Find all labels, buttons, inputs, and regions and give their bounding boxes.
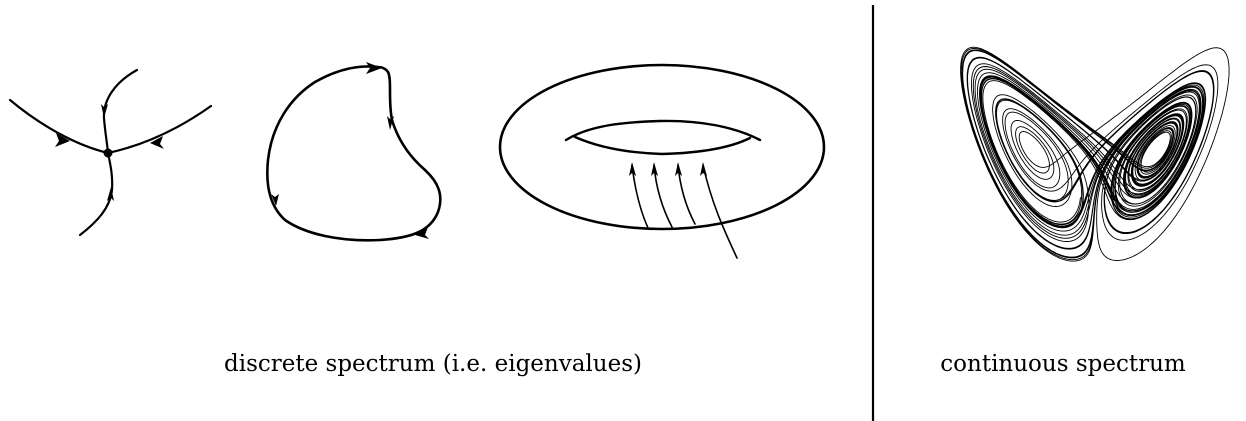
- limit-cycle-diagram: [266, 62, 442, 242]
- arrow-icon: [675, 162, 682, 176]
- limit-cycle-orbit: [266, 65, 442, 242]
- fixed-point-trajectory-right: [106, 104, 213, 155]
- arrow-icon: [366, 62, 382, 74]
- fixed-point-dot: [103, 148, 113, 158]
- torus-diagram: [498, 63, 826, 259]
- arrow-icon: [651, 162, 658, 176]
- arrow-icon: [415, 227, 429, 239]
- arrow-icon: [55, 133, 70, 147]
- torus-trajectory-4: [702, 164, 738, 259]
- discrete-spectrum-caption: discrete spectrum (i.e. eigenvalues): [224, 351, 642, 377]
- torus-outer-rim: [498, 63, 826, 231]
- arrow-icon: [700, 162, 707, 176]
- torus-hole-upper: [564, 119, 762, 142]
- continuous-spectrum-caption: continuous spectrum: [940, 351, 1186, 377]
- arrow-icon: [387, 116, 394, 130]
- arrow-icon: [271, 194, 279, 206]
- arrow-icon: [101, 104, 108, 118]
- fixed-point-trajectory-bottom: [78, 151, 114, 237]
- fixed-point-trajectory-top: [102, 68, 139, 155]
- torus-hole-lower: [573, 135, 752, 156]
- arrow-icon: [107, 187, 114, 201]
- lorenz-attractor-diagram: [960, 46, 1230, 262]
- arrow-icon: [629, 162, 636, 176]
- fixed-point-diagram: [8, 68, 213, 237]
- fixed-point-trajectory-left: [8, 98, 110, 155]
- lorenz-attractor-trajectory: [960, 46, 1230, 262]
- arrow-icon: [150, 136, 164, 149]
